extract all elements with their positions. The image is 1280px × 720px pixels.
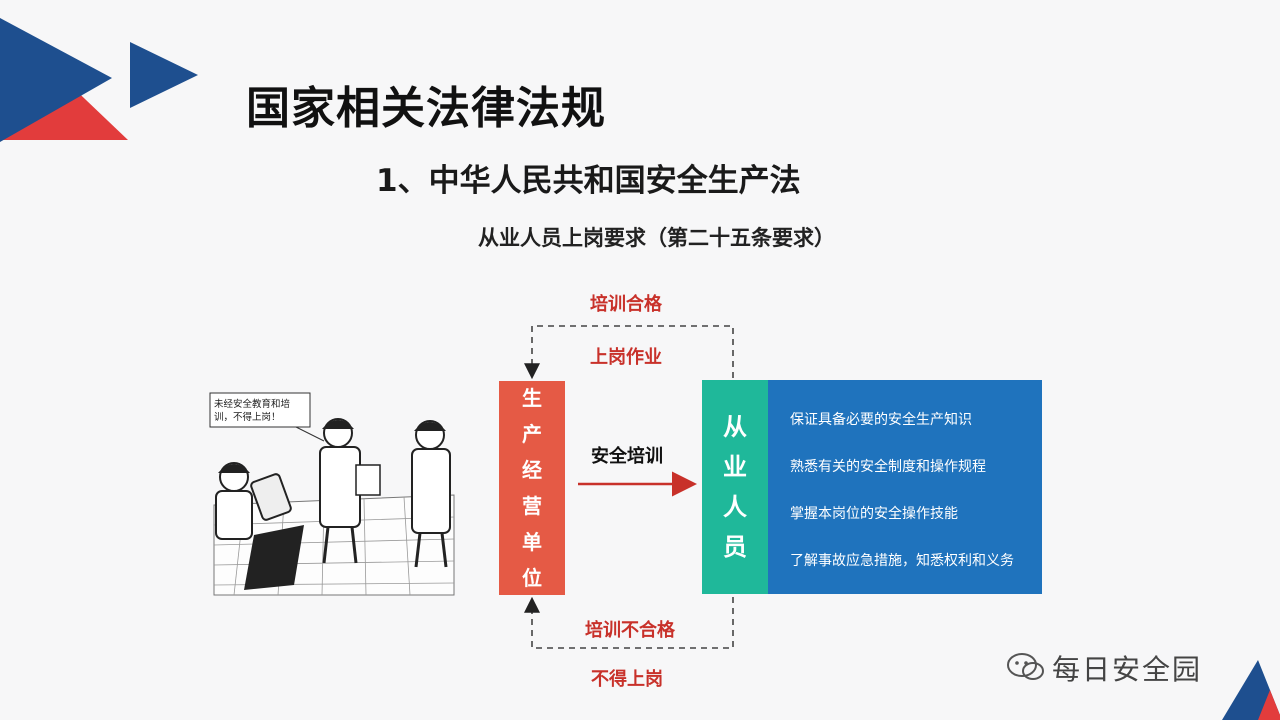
unit-char: 产 [522, 422, 542, 446]
unit-char: 经 [522, 458, 542, 482]
requirement-item: 保证具备必要的安全生产知识 [790, 412, 972, 428]
unit-char: 位 [522, 566, 542, 590]
business-unit-box: 生 产 经 营 单 位 [499, 381, 565, 595]
fail-label: 培训不合格 [585, 620, 675, 641]
corner-decoration-bottom-right [1222, 660, 1280, 720]
corner-decoration-top-left [0, 18, 198, 142]
staff-box: 从 业 人 员 [702, 380, 768, 594]
staff-char: 从 [723, 413, 747, 441]
unit-char: 生 [522, 386, 542, 410]
page-title: 国家相关法律法规 [246, 83, 606, 134]
unit-char: 营 [522, 494, 542, 518]
staff-char: 员 [723, 533, 747, 561]
law-subtitle: 1、中华人民共和国安全生产法 [376, 163, 801, 199]
section-caption: 从业人员上岗要求（第二十五条要求） [478, 226, 835, 250]
staff-char: 业 [723, 453, 747, 481]
requirement-item: 熟悉有关的安全制度和操作规程 [790, 459, 986, 475]
requirements-list: 保证具备必要的安全生产知识 熟悉有关的安全制度和操作规程 掌握本岗位的安全操作技… [768, 380, 1042, 598]
workers-cartoon-illustration [209, 392, 455, 596]
staff-char: 人 [723, 493, 747, 521]
requirement-item: 掌握本岗位的安全操作技能 [790, 506, 958, 522]
training-arrow-label: 安全培训 [591, 446, 663, 467]
loop-fail [524, 596, 734, 649]
requirement-item: 了解事故应急措施，知悉权利和义务 [790, 553, 1014, 569]
speech-bubble-text: 未经安全教育和培训，不得上岗！ [214, 399, 291, 423]
watermark-text: 每日安全园 [1052, 653, 1203, 686]
no-duty-label: 不得上岗 [591, 669, 663, 690]
post-work-label: 上岗作业 [590, 347, 662, 368]
requirements-box: 保证具备必要的安全生产知识 熟悉有关的安全制度和操作规程 掌握本岗位的安全操作技… [768, 380, 1042, 594]
wechat-icon [1007, 653, 1044, 680]
pass-label: 培训合格 [590, 294, 662, 315]
unit-char: 单 [522, 530, 542, 554]
loop-pass [524, 325, 734, 380]
